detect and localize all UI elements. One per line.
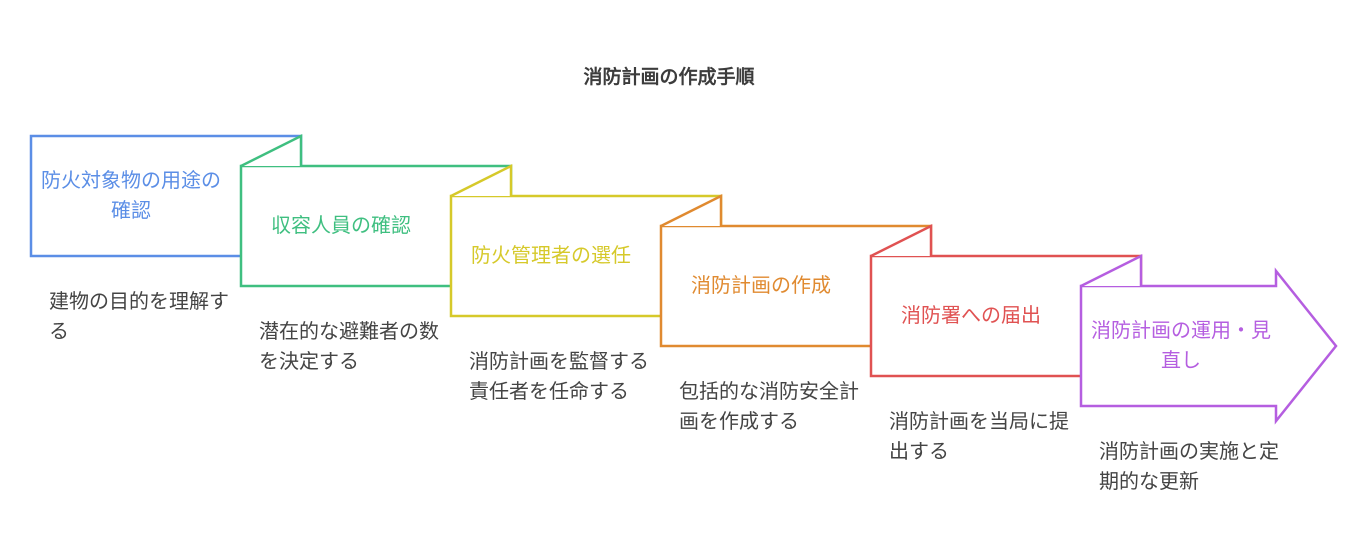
- step-label: 消防計画の作成: [691, 273, 831, 297]
- step-fold: [240, 133, 303, 168]
- step-description: 消防計画を監督する責任者を任命する: [469, 349, 649, 403]
- step-fold: [1080, 253, 1143, 288]
- step-description: 包括的な消防安全計画を作成する: [679, 379, 859, 433]
- step-label: 防火管理者の選任: [471, 243, 631, 267]
- step-description: 建物の目的を理解する: [49, 289, 229, 343]
- step-label: 消防計画の運用・見直し: [1091, 318, 1271, 372]
- step-description: 潜在的な避難者の数を決定する: [259, 319, 439, 373]
- step-fold: [660, 193, 723, 228]
- step-description: 消防計画の実施と定期的な更新: [1099, 439, 1279, 493]
- step-arrow: [1079, 267, 1338, 425]
- step-fold: [450, 163, 513, 198]
- step-fold: [870, 223, 933, 258]
- diagram-title: 消防計画の作成手順: [583, 66, 755, 88]
- step-label: 防火対象物の用途の確認: [41, 168, 221, 222]
- step-description: 消防計画を当局に提出する: [889, 409, 1069, 463]
- step-label: 消防署への届出: [901, 303, 1041, 327]
- step-label: 収容人員の確認: [271, 213, 411, 237]
